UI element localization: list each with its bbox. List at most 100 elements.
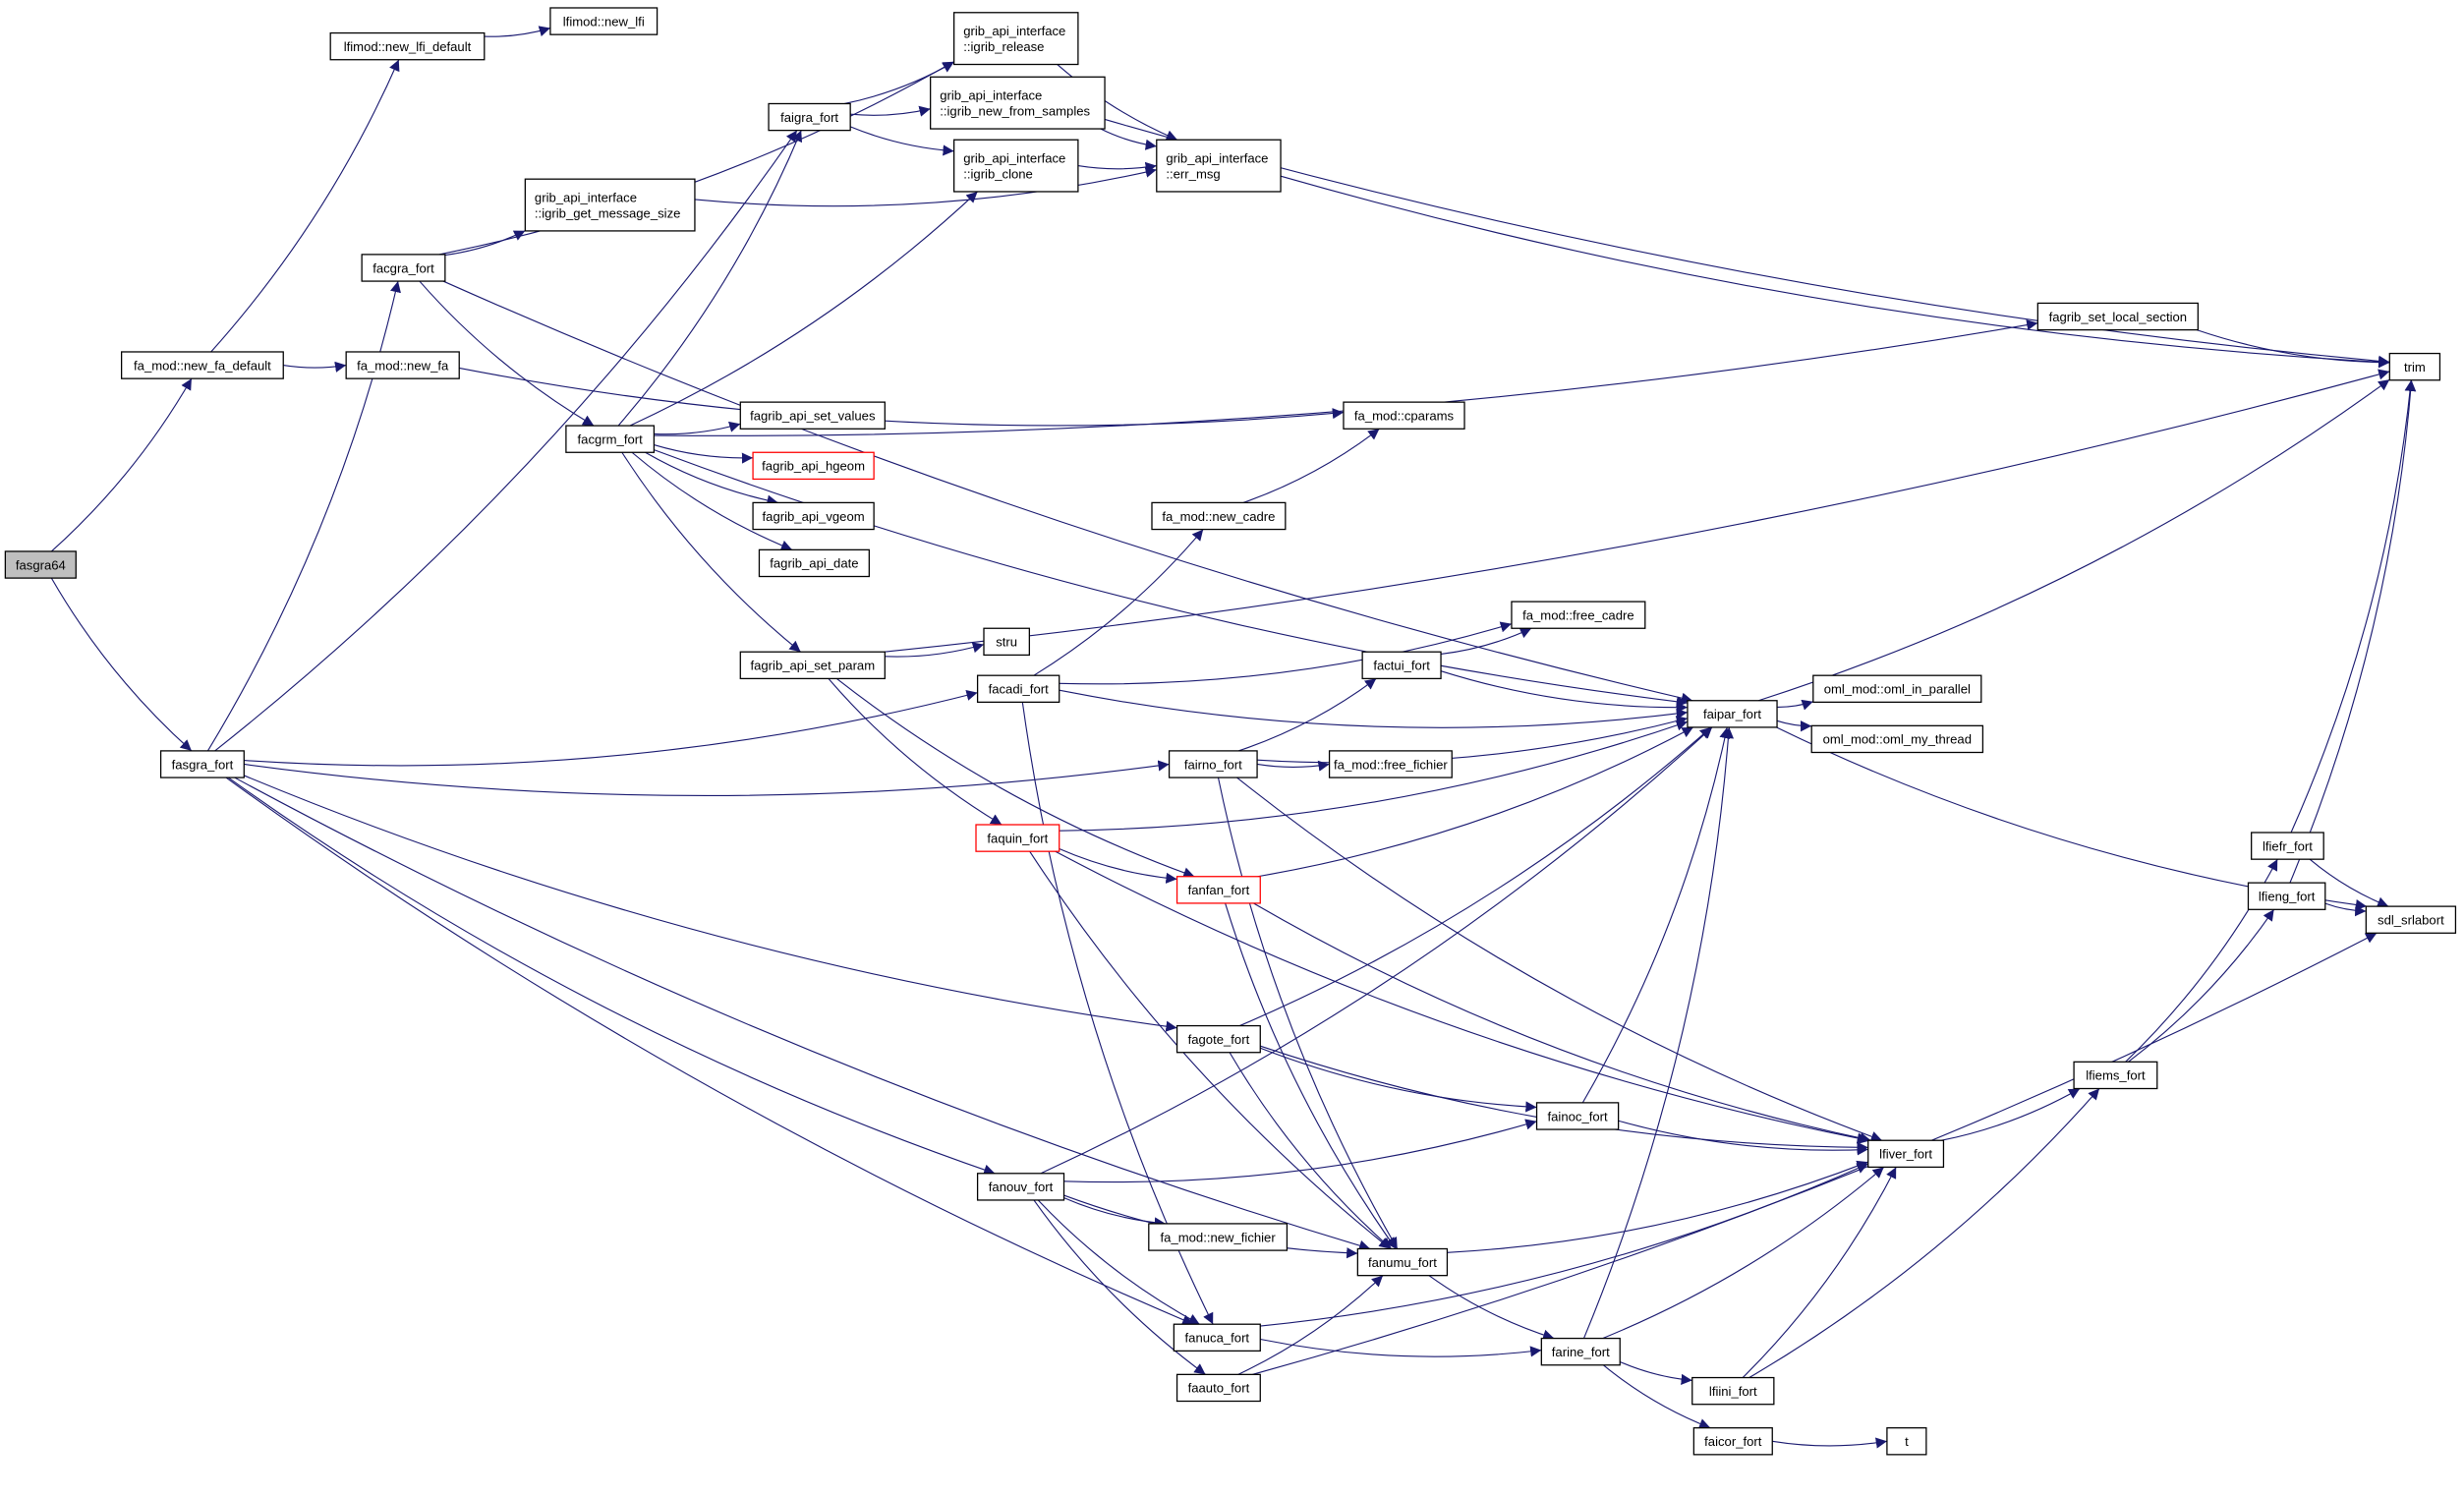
edge-facgrm_fort-to-vgeom bbox=[645, 451, 778, 506]
node-lfiems_fort[interactable]: lfiems_fort bbox=[2073, 1061, 2158, 1090]
node-box bbox=[752, 451, 875, 481]
node-lfiver_fort[interactable]: lfiver_fort bbox=[1867, 1139, 1945, 1169]
edge-fasgra_fort-to-faigra_fort bbox=[214, 130, 798, 752]
node-vgeom[interactable]: fagrib_api_vgeom bbox=[752, 501, 875, 531]
node-fanfan_fort[interactable]: fanfan_fort bbox=[1175, 876, 1261, 904]
node-farine_fort[interactable]: farine_fort bbox=[1540, 1337, 1621, 1366]
node-faquin_fort[interactable]: faquin_fort bbox=[975, 824, 1060, 852]
node-trim[interactable]: trim bbox=[2388, 352, 2441, 381]
node-t[interactable]: t bbox=[1886, 1427, 1927, 1456]
edge-lfieng_fort-to-sdl_srlabort bbox=[2324, 902, 2367, 917]
node-sdl_srlabort[interactable]: sdl_srlabort bbox=[2365, 905, 2457, 934]
node-set_values[interactable]: fagrib_api_set_values bbox=[739, 401, 886, 430]
node-box bbox=[361, 254, 446, 282]
edge-facgrm_fort-to-igrib_clone bbox=[629, 191, 978, 427]
node-cparams[interactable]: fa_mod::cparams bbox=[1343, 401, 1465, 430]
node-label: factui_fort bbox=[1373, 659, 1430, 673]
edge-facgrm_fort-to-set_param bbox=[621, 451, 801, 653]
node-new_cadre[interactable]: fa_mod::new_cadre bbox=[1151, 501, 1287, 531]
node-err_msg[interactable]: grib_api_interface::err_msg bbox=[1156, 139, 1282, 193]
edge-err_msg-to-trim bbox=[1280, 175, 2390, 368]
node-fasgra64[interactable]: fasgra64 bbox=[4, 550, 77, 579]
edge-igrib_release-to-err_msg bbox=[1057, 64, 1178, 142]
node-box bbox=[1540, 1337, 1621, 1366]
edge-fagote_fort-to-faipar_fort bbox=[1239, 726, 1712, 1027]
node-factui_fort[interactable]: factui_fort bbox=[1361, 651, 1442, 680]
node-lfieng_fort[interactable]: lfieng_fort bbox=[2247, 882, 2326, 910]
node-set_param[interactable]: fagrib_api_set_param bbox=[739, 651, 886, 680]
node-fairno_fort[interactable]: fairno_fort bbox=[1168, 750, 1258, 778]
node-oml_my_thread[interactable]: oml_mod::oml_my_thread bbox=[1810, 724, 1984, 754]
node-oml_in_parallel[interactable]: oml_mod::oml_in_parallel bbox=[1812, 674, 1982, 703]
edge-faipar_fort-to-sdl_srlabort bbox=[1776, 726, 2368, 911]
edge-farine_fort-to-faicor_fort bbox=[1603, 1364, 1711, 1429]
edge-new_cadre-to-cparams bbox=[1242, 428, 1380, 503]
node-label: fa_mod::free_fichier bbox=[1334, 757, 1448, 772]
node-new_fa[interactable]: fa_mod::new_fa bbox=[345, 351, 460, 379]
node-new_lfi_default[interactable]: lfimod::new_lfi_default bbox=[329, 31, 486, 61]
node-fanuca_fort[interactable]: fanuca_fort bbox=[1173, 1323, 1261, 1353]
node-fainoc_fort[interactable]: fainoc_fort bbox=[1535, 1102, 1620, 1130]
node-faicor_fort[interactable]: faicor_fort bbox=[1692, 1427, 1773, 1456]
edge-fairno_fort-to-free_fichier bbox=[1256, 760, 1330, 772]
node-box bbox=[1886, 1427, 1927, 1456]
edge-lfieng_fort-to-trim bbox=[2289, 379, 2417, 884]
edge-fasgra_fort-to-fanumu_fort bbox=[234, 777, 1371, 1251]
edge-new_lfi_default-to-new_lfi bbox=[484, 26, 551, 37]
node-label: facgra_fort bbox=[372, 260, 434, 275]
node-fanumu_fort[interactable]: fanumu_fort bbox=[1356, 1247, 1449, 1277]
node-faipar_fort[interactable]: faipar_fort bbox=[1687, 700, 1778, 728]
node-box bbox=[752, 501, 875, 531]
node-hgeom[interactable]: fagrib_api_hgeom bbox=[752, 451, 875, 481]
edge-lfiini_fort-to-lfiver_fort bbox=[1742, 1167, 1897, 1378]
node-fagote_fort[interactable]: fagote_fort bbox=[1175, 1024, 1261, 1054]
edge-faauto_fort-to-sdl_srlabort bbox=[1252, 932, 2378, 1375]
node-new_fichier[interactable]: fa_mod::new_fichier bbox=[1148, 1223, 1289, 1251]
node-lfiefr_fort[interactable]: lfiefr_fort bbox=[2251, 832, 2324, 860]
edge-fairno_fort-to-fanumu_fort bbox=[1217, 777, 1399, 1249]
node-new_fa_default[interactable]: fa_mod::new_fa_default bbox=[120, 351, 284, 379]
node-igrib_clone[interactable]: grib_api_interface::igrib_clone bbox=[952, 139, 1079, 193]
edge-faquin_fort-to-fanfan_fort bbox=[1059, 847, 1177, 884]
node-api_date[interactable]: fagrib_api_date bbox=[758, 548, 870, 578]
node-box bbox=[1691, 1376, 1775, 1406]
node-box bbox=[1361, 651, 1442, 680]
edge-set_param-to-fanfan_fort bbox=[836, 677, 1195, 879]
edge-fasgra_fort-to-fagote_fort bbox=[244, 775, 1177, 1032]
node-box bbox=[4, 550, 77, 579]
node-set_local_section[interactable]: fagrib_set_local_section bbox=[2036, 302, 2199, 331]
node-fasgra_fort[interactable]: fasgra_fort bbox=[159, 750, 245, 778]
node-label: lfimod::new_lfi bbox=[563, 14, 645, 29]
node-label: ::err_msg bbox=[1166, 166, 1220, 181]
edge-faquin_fort-to-faipar_fort bbox=[1059, 720, 1689, 832]
node-new_lfi[interactable]: lfimod::new_lfi bbox=[549, 7, 659, 35]
node-box bbox=[345, 351, 460, 379]
edge-set_param-to-trim bbox=[884, 369, 2390, 653]
edge-fanouv_fort-to-faauto_fort bbox=[1033, 1199, 1206, 1375]
node-lfiini_fort[interactable]: lfiini_fort bbox=[1691, 1376, 1775, 1406]
node-label: fanouv_fort bbox=[989, 1180, 1054, 1194]
node-faauto_fort[interactable]: faauto_fort bbox=[1175, 1373, 1261, 1403]
node-free_fichier[interactable]: fa_mod::free_fichier bbox=[1328, 750, 1453, 778]
edge-facgra_fort-to-facgrm_fort bbox=[419, 280, 595, 427]
node-box bbox=[1692, 1427, 1773, 1456]
edge-faipar_fort-to-oml_my_thread bbox=[1776, 720, 1812, 732]
node-label: ::igrib_new_from_samples bbox=[940, 103, 1090, 118]
node-igrib_release[interactable]: grib_api_interface::igrib_release bbox=[952, 12, 1079, 66]
node-facadi_fort[interactable]: facadi_fort bbox=[976, 674, 1060, 703]
node-fanouv_fort[interactable]: fanouv_fort bbox=[976, 1173, 1065, 1201]
node-facgra_fort[interactable]: facgra_fort bbox=[361, 254, 446, 282]
node-igrib_get_message_size[interactable]: grib_api_interface::igrib_get_message_si… bbox=[524, 178, 696, 232]
node-label: oml_mod::oml_in_parallel bbox=[1824, 682, 1971, 697]
node-facgrm_fort[interactable]: facgrm_fort bbox=[565, 425, 656, 453]
node-label: grib_api_interface bbox=[963, 150, 1065, 165]
edge-fanouv_fort-to-new_fichier bbox=[1063, 1197, 1166, 1229]
edge-igrib_clone-to-err_msg bbox=[1077, 161, 1157, 173]
node-label: fagrib_api_hgeom bbox=[762, 459, 865, 474]
node-faigra_fort[interactable]: faigra_fort bbox=[768, 102, 851, 132]
node-box bbox=[983, 627, 1030, 657]
node-stru[interactable]: stru bbox=[983, 627, 1030, 657]
node-free_cadre[interactable]: fa_mod::free_cadre bbox=[1511, 601, 1646, 629]
node-igrib_new_from_samples[interactable]: grib_api_interface::igrib_new_from_sampl… bbox=[930, 76, 1106, 130]
edge-lfiver_fort-to-lfiems_fort bbox=[1941, 1088, 2081, 1141]
